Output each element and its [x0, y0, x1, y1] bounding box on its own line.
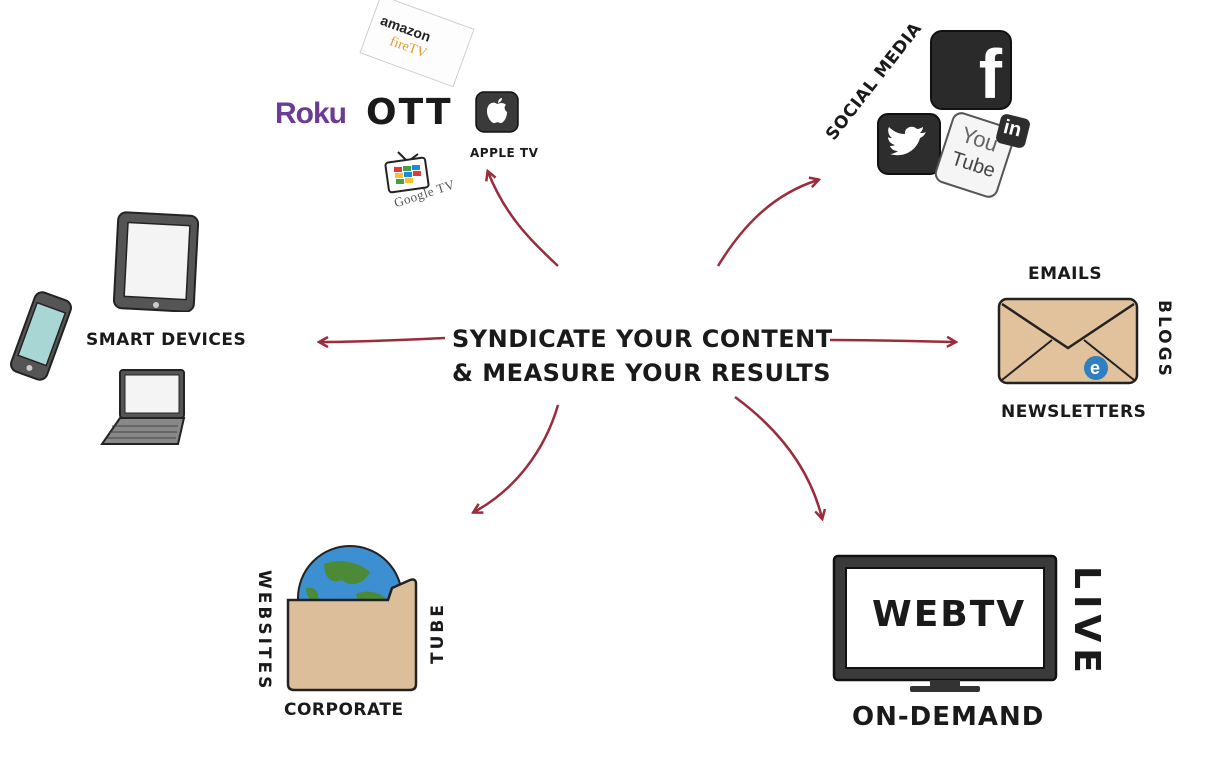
facebook-icon: f	[930, 30, 1012, 113]
blogs-label: BLOGS	[1154, 300, 1174, 379]
tablet-icon	[112, 211, 200, 312]
google-tv-icon	[384, 151, 430, 194]
arrow-to-ott	[488, 172, 559, 267]
smart-devices-label: SMART DEVICES	[86, 330, 247, 350]
twitter-icon	[877, 113, 941, 175]
arrow-to-webtv	[734, 395, 822, 518]
arrow-to-websites	[474, 404, 560, 512]
live-label: LIVE	[1066, 566, 1107, 679]
laptop-icon	[100, 369, 186, 445]
center-line-1: SYNDICATE YOUR CONTENT	[452, 325, 833, 353]
envelope-icon: e	[997, 297, 1139, 385]
webtv-screen-label: WEBTV	[872, 594, 1027, 635]
globe-folder-icon	[286, 545, 418, 692]
roku-logo: Roku	[275, 97, 347, 130]
websites-label: WEBSITES	[254, 570, 274, 692]
center-line-2: & MEASURE YOUR RESULTS	[452, 359, 832, 387]
phone-icon	[10, 291, 72, 381]
arrow-to-mail	[829, 340, 955, 342]
edge-badge-icon: e	[1090, 358, 1100, 378]
emails-label: EMAILS	[1028, 264, 1103, 284]
center-text: SYNDICATE YOUR CONTENT & MEASURE YOUR RE…	[452, 322, 833, 390]
tube-label: TUBE	[428, 602, 448, 664]
arrow-to-smart-devices	[320, 338, 446, 342]
on-demand-label: ON-DEMAND	[852, 702, 1045, 732]
apple-icon	[475, 91, 519, 133]
linkedin-text: in	[1001, 115, 1024, 142]
ott-title: OTT	[366, 92, 453, 133]
apple-tv-label: APPLE TV	[470, 146, 539, 160]
tv-icon	[832, 554, 1058, 692]
corporate-label: CORPORATE	[284, 700, 404, 720]
facebook-glyph: f	[978, 35, 1002, 113]
newsletters-label: NEWSLETTERS	[1001, 402, 1147, 422]
arrow-to-social	[716, 180, 818, 267]
